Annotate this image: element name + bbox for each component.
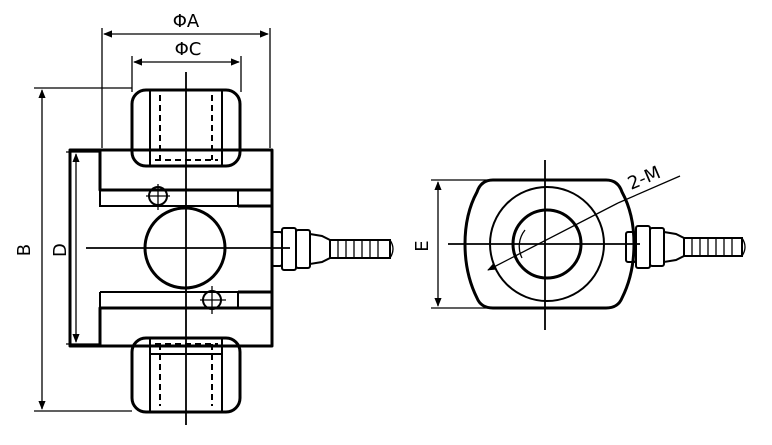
dimension-phi-c: ΦC: [131, 39, 242, 92]
front-view: ΦA ΦC B D: [14, 11, 394, 425]
side-center-lines: [448, 160, 640, 330]
label-b: B: [14, 244, 35, 256]
label-d: D: [50, 243, 71, 257]
cable-gland-front: [271, 227, 394, 271]
label-e: E: [412, 240, 433, 251]
upper-screw-symbol: [146, 184, 170, 210]
leader-2-m: 2-M: [487, 162, 681, 271]
side-outline: [463, 178, 636, 310]
cable-gland-side: [625, 225, 746, 269]
lower-screw-symbol: [200, 286, 226, 314]
load-cell-body: [68, 148, 274, 348]
dimension-b: B: [14, 87, 132, 412]
side-view: E 2-M: [412, 160, 746, 330]
label-phi-a: ΦA: [173, 11, 200, 32]
dimension-e: E: [412, 179, 492, 309]
dimension-d: D: [50, 151, 100, 345]
front-center-lines: [86, 72, 290, 425]
label-2-m: 2-M: [625, 162, 664, 194]
label-phi-c: ΦC: [175, 39, 202, 60]
